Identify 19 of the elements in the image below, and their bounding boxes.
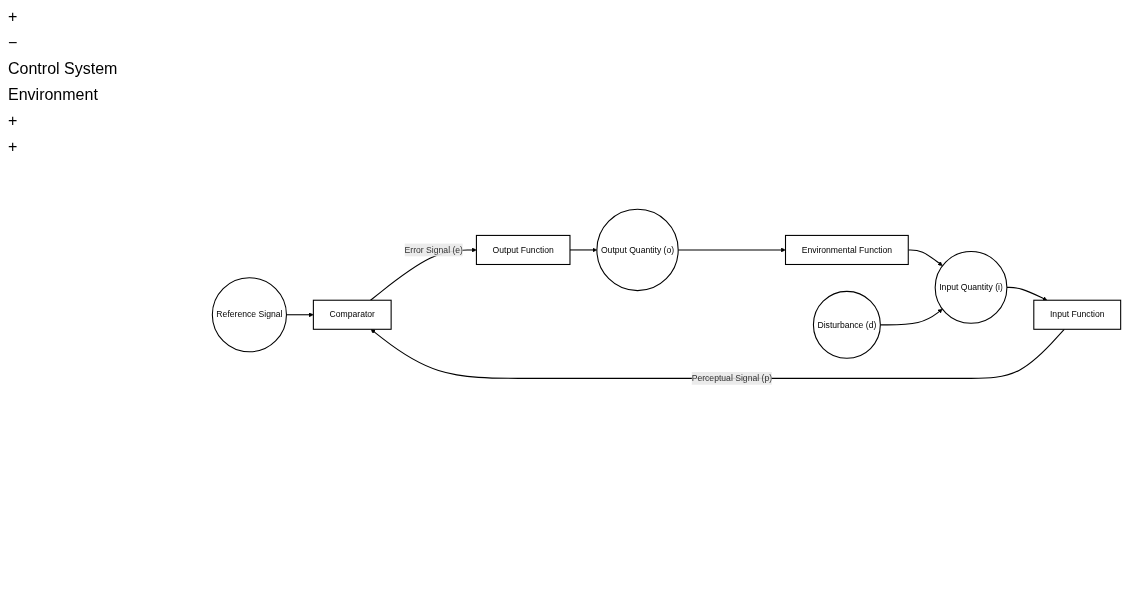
- node-circle: Disturbance (d): [812, 290, 881, 359]
- arrow: [1006, 286, 1048, 301]
- region-label: Environment: [8, 86, 99, 104]
- node-box: Comparator: [312, 299, 392, 330]
- sign-label: +: [8, 138, 19, 156]
- node-box: Environmental Function: [784, 234, 909, 265]
- edge-label: Error Signal (e): [404, 245, 463, 255]
- sign-label: +: [8, 112, 19, 130]
- node-circle: Reference Signal: [211, 277, 287, 353]
- region-label: Control System: [8, 60, 119, 78]
- node-circle: Input Quantity (i): [934, 250, 1008, 324]
- sign-label: −: [8, 34, 19, 52]
- edge-label: Perceptual Signal (p): [691, 373, 773, 383]
- arrow: [569, 247, 598, 253]
- arrow: [370, 328, 1065, 379]
- node-box: Input Function: [1033, 299, 1122, 330]
- node-box: Output Function: [475, 234, 571, 265]
- sign-label: +: [8, 8, 19, 26]
- node-circle: Output Quantity (o): [596, 208, 679, 292]
